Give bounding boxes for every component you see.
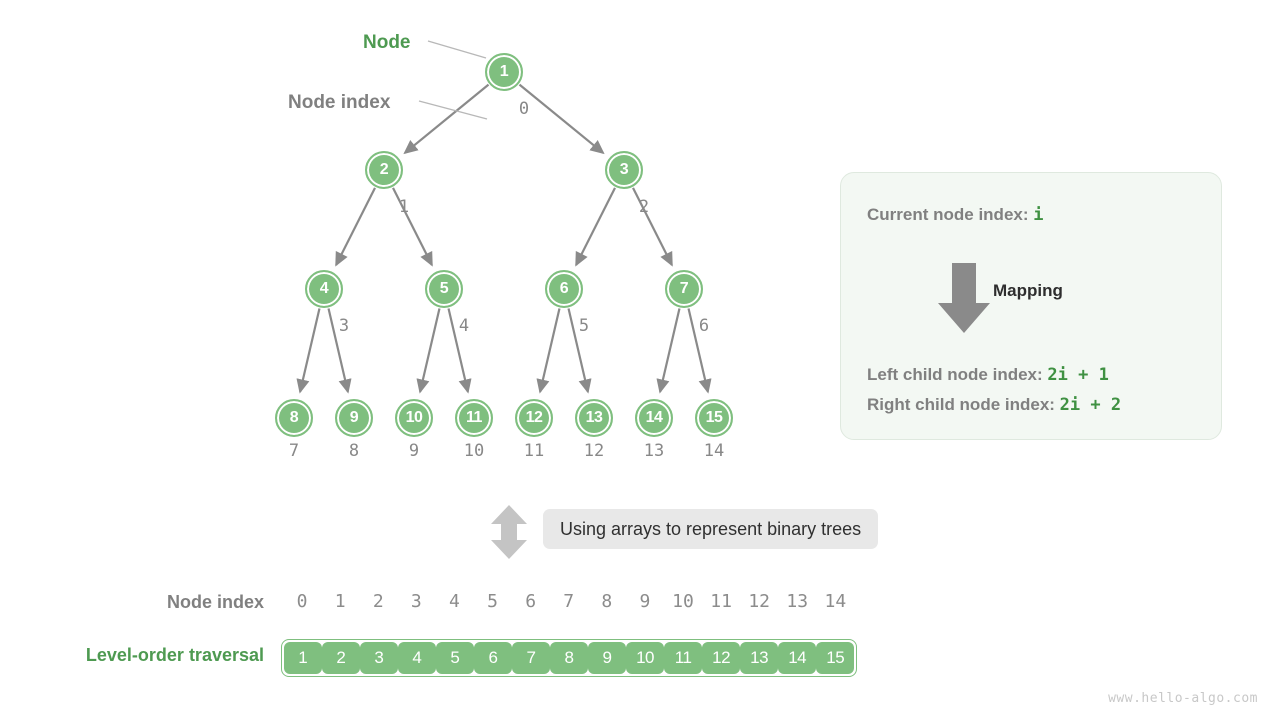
node-callout-leader-line <box>427 40 487 59</box>
array-cell: 4 <box>398 642 436 674</box>
tree-node: 10 <box>395 399 433 437</box>
legend-left-child-index: Left child node index: 2i + 1 <box>867 365 1109 385</box>
bottom-index-cell: 0 <box>296 591 308 612</box>
legend-right-child-index: Right child node index: 2i + 2 <box>867 395 1121 415</box>
tree-node-index-label: 8 <box>348 441 360 461</box>
bottom-index-cell: 4 <box>449 591 460 612</box>
tree-edge <box>403 83 490 155</box>
bottom-node-index-label: Node index <box>166 592 264 612</box>
legend-current-node-index: Current node index: i <box>867 205 1044 225</box>
bottom-index-cell: 5 <box>487 591 498 612</box>
legend-right-child-value: 2i + 2 <box>1059 395 1122 415</box>
bottom-index-cell: 3 <box>410 591 422 612</box>
bottom-index-cell: 1 <box>334 591 346 612</box>
node-callout-label: Node <box>363 32 411 53</box>
array-cell: 7 <box>512 642 550 674</box>
tree-node-index-label: 0 <box>518 99 530 119</box>
tree-node-index-label: 9 <box>408 441 420 461</box>
tree-node-index-label: 7 <box>288 441 300 461</box>
array-cell: 1 <box>284 642 322 674</box>
array-cell: 5 <box>436 642 474 674</box>
tree-node-index-label: 11 <box>523 441 545 461</box>
array-cell: 9 <box>588 642 626 674</box>
legend-left-child-label: Left child node index <box>867 365 1038 384</box>
legend-current-separator: : <box>1022 205 1034 224</box>
tree-edge <box>335 187 376 267</box>
tree-node: 15 <box>695 399 733 437</box>
tree-node: 12 <box>515 399 553 437</box>
bottom-index-cell: 7 <box>563 591 575 612</box>
tree-node-index-label: 3 <box>338 316 350 336</box>
watermark: www.hello-algo.com <box>1108 691 1258 706</box>
mapping-legend-box: Current node index: i Left child node in… <box>840 172 1222 440</box>
tree-node: 7 <box>665 270 703 308</box>
node-index-callout-label: Node index <box>288 92 391 113</box>
tree-node-index-label: 14 <box>703 441 725 461</box>
tree-node: 8 <box>275 399 313 437</box>
bottom-index-cell: 9 <box>639 591 651 612</box>
tree-node-index-label: 2 <box>638 197 650 217</box>
tree-node-index-label: 1 <box>398 197 410 217</box>
tree-node-index-label: 4 <box>458 316 470 336</box>
tree-node: 11 <box>455 399 493 437</box>
bottom-index-cell: 13 <box>786 591 809 612</box>
bottom-index-cell: 14 <box>824 591 847 612</box>
array-cell: 3 <box>360 642 398 674</box>
array-cell: 14 <box>778 642 816 674</box>
bottom-index-cell: 11 <box>710 591 732 612</box>
array-cell: 10 <box>626 642 664 674</box>
legend-left-child-separator: : <box>1037 365 1048 384</box>
array-cell: 12 <box>702 642 740 674</box>
tree-node: 3 <box>605 151 643 189</box>
tree-edge-group <box>296 83 712 394</box>
tree-node: 4 <box>305 270 343 308</box>
tree-node: 2 <box>365 151 403 189</box>
tree-node: 6 <box>545 270 583 308</box>
legend-current-label: Current node index <box>867 205 1023 224</box>
bottom-level-order-label: Level-order traversal <box>85 645 264 665</box>
legend-left-child-value: 2i + 1 <box>1047 365 1109 385</box>
tree-node: 5 <box>425 270 463 308</box>
mapping-label: Mapping <box>993 281 1063 300</box>
array-cell: 6 <box>474 642 512 674</box>
array-cell: 13 <box>740 642 778 674</box>
legend-right-child-label: Right child node index <box>867 395 1050 414</box>
tree-edge <box>416 308 441 394</box>
bottom-index-cell: 6 <box>525 591 537 612</box>
tree-node: 9 <box>335 399 373 437</box>
bottom-index-cell: 12 <box>748 591 771 612</box>
array-cell: 11 <box>664 642 702 674</box>
array-cell: 2 <box>322 642 360 674</box>
array-cell: 8 <box>550 642 588 674</box>
mapping-down-arrow-icon <box>938 263 990 333</box>
tree-node-index-label: 12 <box>583 441 605 461</box>
double-vertical-arrow-icon <box>491 505 527 559</box>
node-index-callout-leader-line <box>418 100 488 120</box>
tree-node: 14 <box>635 399 673 437</box>
tree-edge <box>656 308 681 394</box>
tree-edge <box>575 187 616 267</box>
bottom-index-cell: 2 <box>372 591 384 612</box>
tree-node-index-label: 10 <box>463 441 485 461</box>
tree-node-index-label: 13 <box>643 441 665 461</box>
array-representation-pill-text: Using arrays to represent binary trees <box>560 518 862 539</box>
array-representation-pill: Using arrays to represent binary trees <box>543 509 879 549</box>
tree-edge <box>296 308 321 394</box>
array-cell: 15 <box>816 642 854 674</box>
tree-node-index-label: 5 <box>578 316 590 336</box>
legend-current-value: i <box>1033 205 1044 225</box>
legend-right-child-separator: : <box>1049 395 1060 414</box>
tree-node: 1 <box>485 53 523 91</box>
tree-node: 13 <box>575 399 613 437</box>
tree-edge <box>536 308 561 394</box>
tree-node-index-label: 6 <box>698 316 710 336</box>
bottom-index-cell: 8 <box>601 591 613 612</box>
bottom-index-cell: 10 <box>672 591 694 612</box>
